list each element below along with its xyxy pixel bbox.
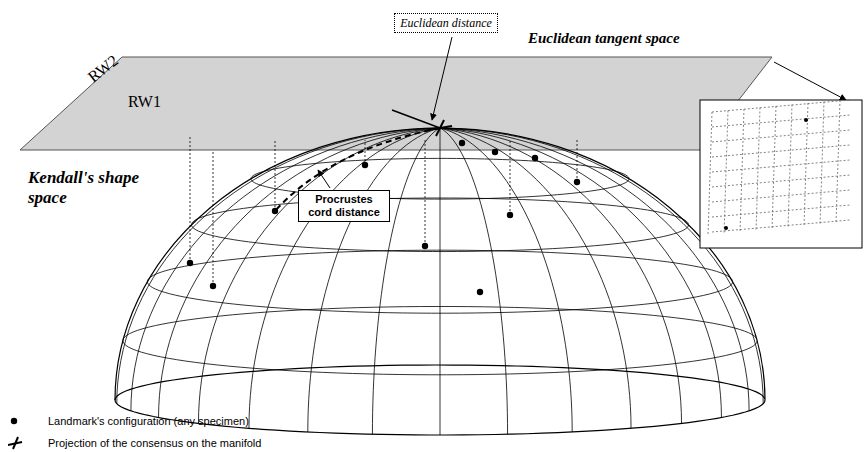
callout-box: Procrustes cord distance — [298, 190, 390, 222]
diagram-label: RW1 — [128, 93, 161, 111]
diagram-label: Euclidean tangent space — [528, 30, 680, 47]
legend-row: Landmark's configuration (any specimen) — [8, 414, 249, 428]
landmark-dot-sample — [8, 414, 48, 428]
landmark-dots — [187, 140, 580, 295]
consensus-symbol — [428, 120, 452, 136]
legend-row: Projection of the consensus on the manif… — [8, 436, 261, 450]
dome-outline — [115, 128, 765, 400]
projection-lines — [190, 135, 577, 286]
legend-text: Projection of the consensus on the manif… — [48, 437, 261, 449]
consensus-symbol-sample — [8, 436, 48, 450]
diagram-label: Kendall's shape space — [28, 168, 140, 207]
dome-grid — [115, 128, 765, 435]
callout-box: Euclidean distance — [394, 13, 498, 33]
callout-text: Euclidean distance — [400, 16, 492, 30]
tangent-plane — [20, 57, 772, 150]
leader-arrow — [774, 62, 846, 100]
legend-text: Landmark's configuration (any specimen) — [48, 415, 249, 427]
leader-arrow — [318, 170, 330, 188]
callout-text: Procrustes cord distance — [304, 193, 384, 219]
inset-frame — [700, 100, 862, 248]
euclidean-chord — [392, 110, 440, 128]
leader-arrow — [432, 37, 452, 120]
inset-grid — [708, 100, 850, 236]
